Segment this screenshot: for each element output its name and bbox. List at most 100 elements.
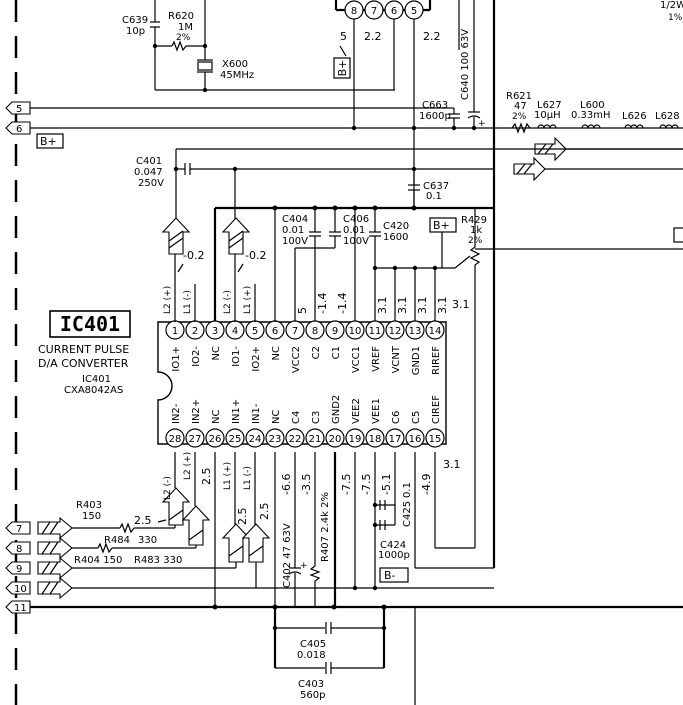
r621-value1: 47 bbox=[514, 101, 527, 112]
ic-pin-9 bbox=[325, 320, 345, 340]
top-voltage-0: 5 bbox=[296, 307, 309, 314]
corner-text-bottom: 1% bbox=[668, 13, 683, 23]
c405-value: 0.018 bbox=[297, 650, 326, 661]
ic-pin-14-name: RIREF bbox=[431, 346, 442, 375]
bottom-voltage-2: -7.5 bbox=[340, 474, 353, 495]
ic-pin-11 bbox=[365, 320, 385, 340]
top-voltage-6: 3.1 bbox=[436, 297, 449, 315]
ic-pin-23-number: 23 bbox=[269, 434, 282, 445]
l600-value: 0.33mH bbox=[571, 110, 611, 121]
r484-symbol bbox=[97, 542, 113, 554]
r621-symbol bbox=[511, 122, 531, 134]
ic-pin-22-name: C4 bbox=[291, 411, 302, 424]
in-arrow-pin27 bbox=[181, 505, 211, 546]
r620-ref: R620 bbox=[168, 11, 194, 22]
ic-pin-5-number: 5 bbox=[252, 326, 258, 337]
ic-pin-17-name: C6 bbox=[391, 411, 402, 424]
ic-pin-15 bbox=[425, 428, 445, 448]
c663-ref: C663 bbox=[422, 100, 448, 111]
oscillator-section: C639 10p R620 1M 2% X600 45MHz bbox=[122, 0, 395, 93]
r484-value: 330 bbox=[138, 535, 157, 546]
in-arrow-pin28 bbox=[161, 487, 191, 526]
ic-pin-18 bbox=[365, 428, 385, 448]
connectors-top: 5 6 B+ bbox=[5, 101, 683, 149]
top-pin-leads bbox=[174, 205, 278, 322]
ic-pin-21 bbox=[305, 428, 325, 448]
top-voltage-3: 3.1 bbox=[376, 297, 389, 315]
l627-value: 10μH bbox=[534, 110, 561, 121]
c406-value2: 100V bbox=[343, 236, 369, 247]
l626-symbol bbox=[624, 124, 644, 129]
c420-value: 1600 bbox=[383, 232, 408, 243]
ic-pin-19 bbox=[345, 428, 365, 448]
ic-pin-9-name: C1 bbox=[331, 346, 342, 359]
ic-pin-7 bbox=[285, 320, 305, 340]
bplus-label-left: B+ bbox=[40, 135, 57, 148]
ic-pin-22-number: 22 bbox=[289, 434, 302, 445]
out-arrow-pin1 bbox=[161, 217, 191, 255]
ic-pin-10-name: VCC1 bbox=[351, 346, 362, 373]
c402-label: C402 47 63V bbox=[282, 523, 293, 588]
ic-pin-8-name: C2 bbox=[311, 346, 322, 359]
connector-10: 10 bbox=[5, 576, 73, 600]
connector-5: 5 bbox=[5, 101, 31, 115]
sig-l2p-bot: L2 (+) bbox=[183, 452, 193, 480]
ic-pin-4-name: IO1- bbox=[231, 346, 242, 367]
top-ic-pins: 8 7 6 5 5 2.2 2.2 B+ bbox=[333, 0, 441, 208]
r403-ref: R403 bbox=[76, 500, 102, 511]
ic-pin-7-number: 7 bbox=[292, 326, 298, 337]
x600-ref: X600 bbox=[222, 59, 248, 70]
ic-part: CXA8042AS bbox=[64, 385, 123, 396]
ic-pin-23-name: NC bbox=[271, 410, 282, 424]
r620-value1: 1M bbox=[178, 22, 193, 33]
c401-ref: C401 bbox=[136, 156, 162, 167]
r429-ref: R429 bbox=[461, 215, 487, 226]
r403-value: 150 bbox=[82, 511, 101, 522]
ic-pin-2-name: IO2- bbox=[191, 346, 202, 367]
ic-pin-13-number: 13 bbox=[409, 326, 422, 337]
top-ic-pin-5: 5 bbox=[411, 6, 417, 17]
c420-ref: C420 bbox=[383, 221, 409, 232]
ic-pin-8-number: 8 bbox=[312, 326, 318, 337]
ic-pin-10 bbox=[345, 320, 365, 340]
ic-pin-1-number: 1 bbox=[172, 326, 178, 337]
ic-pin-15-number: 15 bbox=[429, 434, 442, 445]
r620-symbol bbox=[171, 40, 187, 52]
ic-pin-23 bbox=[265, 428, 285, 448]
ic-pin-24-name: IN1- bbox=[251, 403, 262, 424]
ic-pin-12-number: 12 bbox=[389, 326, 402, 337]
ic-pin-24-number: 24 bbox=[249, 434, 262, 445]
ic-pin-19-name: VEE2 bbox=[351, 398, 362, 424]
ic-pin-6-number: 6 bbox=[272, 326, 278, 337]
right-top-filters: R621 47 2% L627 10μH L600 0.33mH L626 L6… bbox=[506, 91, 683, 182]
ic-pin-24 bbox=[245, 428, 265, 448]
r429-symbol bbox=[469, 208, 481, 322]
svg-text:11: 11 bbox=[14, 603, 27, 614]
connector-5-label: 5 bbox=[16, 104, 22, 115]
r483-label: R483 330 bbox=[134, 555, 182, 566]
ic-pin-3-name: NC bbox=[211, 346, 222, 360]
connector-8: 8 bbox=[5, 536, 73, 560]
sig-l2m-top: L2 (-) bbox=[223, 290, 233, 314]
c401-value1: 0.047 bbox=[134, 167, 163, 178]
top-ic-v-2-2b: 2.2 bbox=[423, 30, 441, 43]
c401-value2: 250V bbox=[138, 178, 164, 189]
bottom-voltage-3: -7.5 bbox=[360, 474, 373, 495]
ic-pin-20 bbox=[325, 428, 345, 448]
ic-pin-27 bbox=[185, 428, 205, 448]
ic-pin-18-name: VEE1 bbox=[371, 398, 382, 424]
sig-l1m-top: L1 (-) bbox=[183, 290, 193, 314]
ic-pin-12 bbox=[385, 320, 405, 340]
connector-6: 6 bbox=[5, 121, 31, 135]
ic-pin-6-name: NC bbox=[271, 346, 282, 360]
ic-pin-27-name: IN2+ bbox=[191, 399, 202, 424]
c403-ref: C403 bbox=[298, 679, 324, 690]
ic-pin-16-name: C5 bbox=[411, 411, 422, 424]
r429-value1: 1k bbox=[470, 225, 482, 236]
ic-pin-8 bbox=[305, 320, 325, 340]
c425-value: 0.1 bbox=[402, 482, 413, 498]
ic-pins-bottom: 28IN2-27IN2+26NC25IN1+24IN1-23NC22C421C3… bbox=[165, 395, 445, 448]
top-voltage-5: 3.1 bbox=[416, 297, 429, 315]
c639-ref: C639 bbox=[122, 15, 148, 26]
